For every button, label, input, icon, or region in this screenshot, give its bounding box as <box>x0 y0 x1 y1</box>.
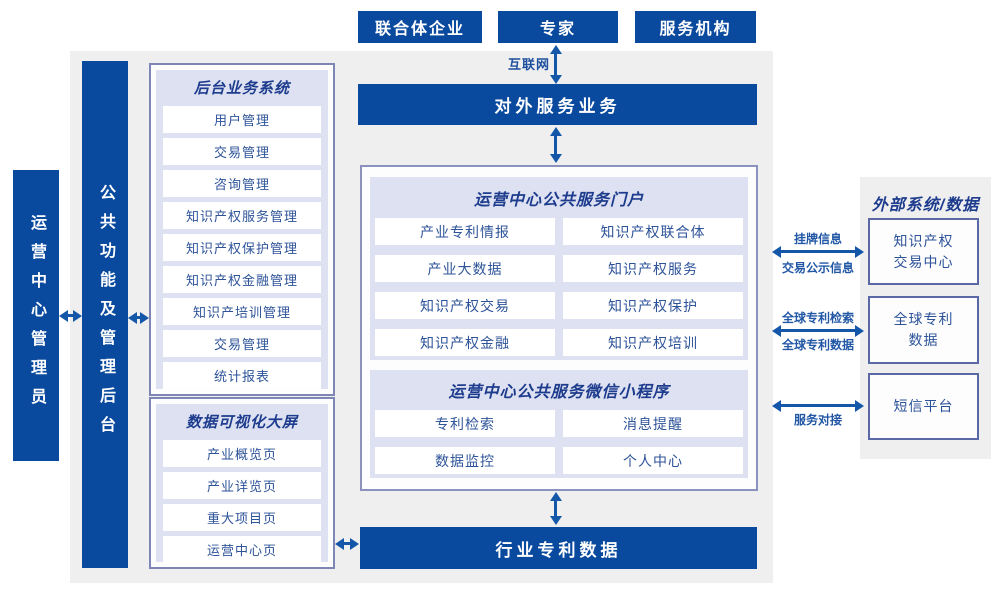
backend-system-panel: 后台业务系统 用户管理 交易管理 咨询管理 知识产权服务管理 知识产权保护管理 … <box>156 70 328 389</box>
dashboard-item: 运营中心页 <box>163 536 321 563</box>
backend-item: 交易管理 <box>163 138 321 165</box>
arrow-internet-vertical <box>554 54 557 75</box>
portal-item: 知识产权培训 <box>563 329 743 356</box>
global-patent-data-label: 全球专利数据 <box>781 338 854 352</box>
backend-item: 知识产权保护管理 <box>163 234 321 261</box>
operation-center-admin-bar: 运营中心管理员 <box>13 170 59 461</box>
portal-section: 运营中心公共服务门户 产业专利情报 知识产权联合体 产业大数据 知识产权服务 知… <box>370 177 748 360</box>
miniprogram-section: 运营中心公共服务微信小程序 专利检索 消息提醒 数据监控 个人中心 <box>370 370 748 478</box>
external-system-ip-trade-center: 知识产权 交易中心 <box>868 218 979 285</box>
portal-title: 运营中心公共服务门户 <box>473 192 644 209</box>
actor-service-agency: 服务机构 <box>635 11 756 43</box>
internet-label: 互联网 <box>507 57 550 72</box>
miniprogram-title: 运营中心公共服务微信小程序 <box>448 384 670 401</box>
backend-system-box: 后台业务系统 用户管理 交易管理 咨询管理 知识产权服务管理 知识产权保护管理 … <box>149 63 335 396</box>
portal-item: 知识产权联合体 <box>563 218 743 245</box>
global-patent-search-label: 全球专利检索 <box>781 311 854 325</box>
portal-item: 知识产权保护 <box>563 292 743 319</box>
portal-item: 产业专利情报 <box>375 218 555 245</box>
miniprogram-item: 数据监控 <box>375 447 555 474</box>
portal-item: 知识产权服务 <box>563 255 743 282</box>
external-service-bar: 对外服务业务 <box>358 84 757 125</box>
backend-item: 咨询管理 <box>163 170 321 197</box>
portal-item: 知识产权交易 <box>375 292 555 319</box>
portal-item: 知识产权金融 <box>375 329 555 356</box>
arrow-sms-service <box>781 404 855 407</box>
arrow-portal-to-patent-data <box>554 501 557 516</box>
trade-publicity-label: 交易公示信息 <box>781 261 854 275</box>
dashboard-item: 产业概览页 <box>163 440 321 467</box>
actor-consortium-enterprise: 联合体企业 <box>358 11 482 43</box>
dashboard-item: 重大项目页 <box>163 504 321 531</box>
miniprogram-item: 消息提醒 <box>563 410 743 437</box>
arrow-dashboard-to-patent-data <box>344 542 350 545</box>
actor-expert: 专家 <box>498 11 618 43</box>
dashboard-items-list: 产业概览页 产业详览页 重大项目页 运营中心页 <box>156 438 328 563</box>
arrow-global-patent <box>781 329 855 332</box>
backend-item: 用户管理 <box>163 106 321 133</box>
service-connect-label: 服务对接 <box>793 413 842 427</box>
industry-patent-data-bar: 行业专利数据 <box>360 527 757 569</box>
external-systems-title: 外部系统/数据 <box>871 197 980 214</box>
backend-system-title: 后台业务系统 <box>193 80 290 97</box>
common-function-admin-backend-bar: 公共功能及管理后台 <box>82 61 128 568</box>
arrow-service-to-portal <box>554 136 557 154</box>
backend-items-list: 用户管理 交易管理 咨询管理 知识产权服务管理 知识产权保护管理 知识产权金融管… <box>156 104 328 389</box>
listing-info-label: 挂牌信息 <box>793 232 842 246</box>
arrow-admin-to-common <box>68 314 73 317</box>
external-system-global-patent-data: 全球专利 数据 <box>868 296 979 364</box>
backend-item: 交易管理 <box>163 330 321 357</box>
data-visualization-panel: 数据可视化大屏 产业概览页 产业详览页 重大项目页 运营中心页 <box>156 404 328 563</box>
dashboard-item: 产业详览页 <box>163 472 321 499</box>
portal-container: 运营中心公共服务门户 产业专利情报 知识产权联合体 产业大数据 知识产权服务 知… <box>360 165 758 491</box>
arrow-common-to-backend <box>137 316 140 319</box>
backend-item: 知识产权金融管理 <box>163 266 321 293</box>
portal-items-grid: 产业专利情报 知识产权联合体 产业大数据 知识产权服务 知识产权交易 知识产权保… <box>370 218 748 356</box>
portal-item: 产业大数据 <box>375 255 555 282</box>
data-visualization-title: 数据可视化大屏 <box>185 414 298 431</box>
backend-item: 知识产权服务管理 <box>163 202 321 229</box>
external-system-sms-platform: 短信平台 <box>868 373 979 440</box>
arrow-ip-trade-center <box>781 250 855 253</box>
miniprogram-item: 专利检索 <box>375 410 555 437</box>
backend-item: 知识产培训管理 <box>163 298 321 325</box>
miniprogram-item: 个人中心 <box>563 447 743 474</box>
data-visualization-box: 数据可视化大屏 产业概览页 产业详览页 重大项目页 运营中心页 <box>149 397 335 569</box>
backend-item: 统计报表 <box>163 362 321 389</box>
miniprogram-items-grid: 专利检索 消息提醒 数据监控 个人中心 <box>370 410 748 474</box>
